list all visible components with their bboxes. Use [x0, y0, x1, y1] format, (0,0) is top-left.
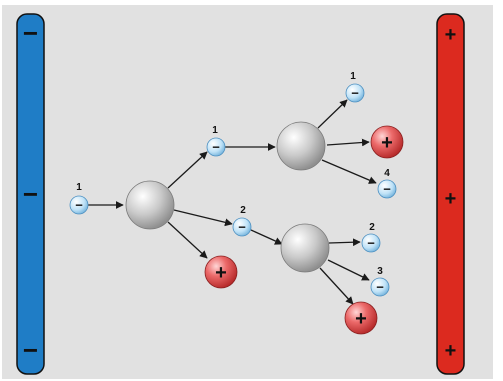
electron-3-sign: − [351, 86, 359, 101]
electron-3-label: 1 [350, 71, 356, 82]
arrow-e2-to-atom3 [250, 229, 283, 245]
positive-electrode: + + + [436, 13, 465, 375]
electron-4-label: 4 [384, 168, 390, 179]
electron-6-label: 3 [377, 266, 383, 277]
electron-6: − 3 [370, 266, 390, 297]
ion-2-body [370, 125, 404, 159]
ion-3: + [344, 301, 378, 335]
electron-4: − 4 [377, 168, 397, 199]
negative-sign-top: − [23, 18, 38, 48]
electron-0-label: 1 [76, 182, 82, 193]
ion-1-sign: + [215, 262, 227, 284]
electron-1-body [206, 137, 226, 157]
electron-4-sign: − [383, 182, 391, 197]
positive-sign-top: + [445, 24, 457, 46]
positive-sign-bottom: + [445, 340, 457, 362]
ion-3-sign: + [355, 308, 367, 330]
ion-3-body [344, 301, 378, 335]
atom-2 [276, 121, 326, 171]
ion-2-sign: + [381, 132, 393, 154]
negative-sign-bottom: − [23, 335, 38, 365]
electron-1-sign: − [212, 140, 220, 155]
electron-2-sign: − [238, 220, 246, 235]
arrow-atom1-to-e2 [173, 209, 233, 227]
electron-2: − 2 [232, 205, 252, 237]
positive-plate-bar [436, 13, 465, 375]
negative-sign-middle: − [23, 179, 38, 209]
positive-ions: + + + [204, 125, 404, 335]
electron-1: − 1 [206, 125, 226, 157]
electron-2-body [232, 217, 252, 237]
arrow-atom1-to-ion1 [167, 221, 208, 259]
electron-3-body [345, 83, 365, 103]
arrow-atom2-to-e3 [317, 99, 348, 129]
arrow-atom3-to-e5 [328, 238, 361, 247]
ion-1-body [204, 255, 238, 289]
arrow-atom1-to-e1 [167, 151, 208, 189]
electron-6-body [370, 277, 390, 297]
electron-0-sign: − [75, 198, 83, 213]
arrow-atom3-to-e6 [327, 259, 370, 281]
electron-5: − 2 [361, 222, 381, 253]
path-arrows [88, 99, 377, 305]
atom-3 [280, 223, 330, 273]
electrons: − 1 − 1 − 2 − 1 − 4 − 2 − [69, 71, 397, 297]
ion-2: + [370, 125, 404, 159]
electron-3: − 1 [345, 71, 365, 103]
electron-0: − 1 [69, 182, 89, 215]
diagram-panel [2, 5, 493, 379]
positive-sign-middle: + [445, 188, 457, 210]
electron-5-body [361, 233, 381, 253]
electron-4-body [377, 179, 397, 199]
ion-1: + [204, 255, 238, 289]
neutral-atoms [125, 121, 330, 273]
electron-1-label: 1 [212, 125, 218, 136]
electron-0-body [69, 195, 89, 215]
arrow-atom2-to-ion2 [326, 138, 370, 147]
arrow-atom3-to-ion3 [319, 267, 354, 305]
negative-plate-bar [16, 13, 45, 375]
negative-electrode: − − − [16, 13, 45, 375]
electron-5-label: 2 [369, 222, 375, 233]
electron-6-sign: − [376, 280, 384, 295]
atom-1 [125, 180, 175, 230]
electron-2-label: 2 [240, 205, 246, 216]
electron-5-sign: − [367, 236, 375, 251]
arrow-atom2-to-e4 [321, 159, 377, 184]
